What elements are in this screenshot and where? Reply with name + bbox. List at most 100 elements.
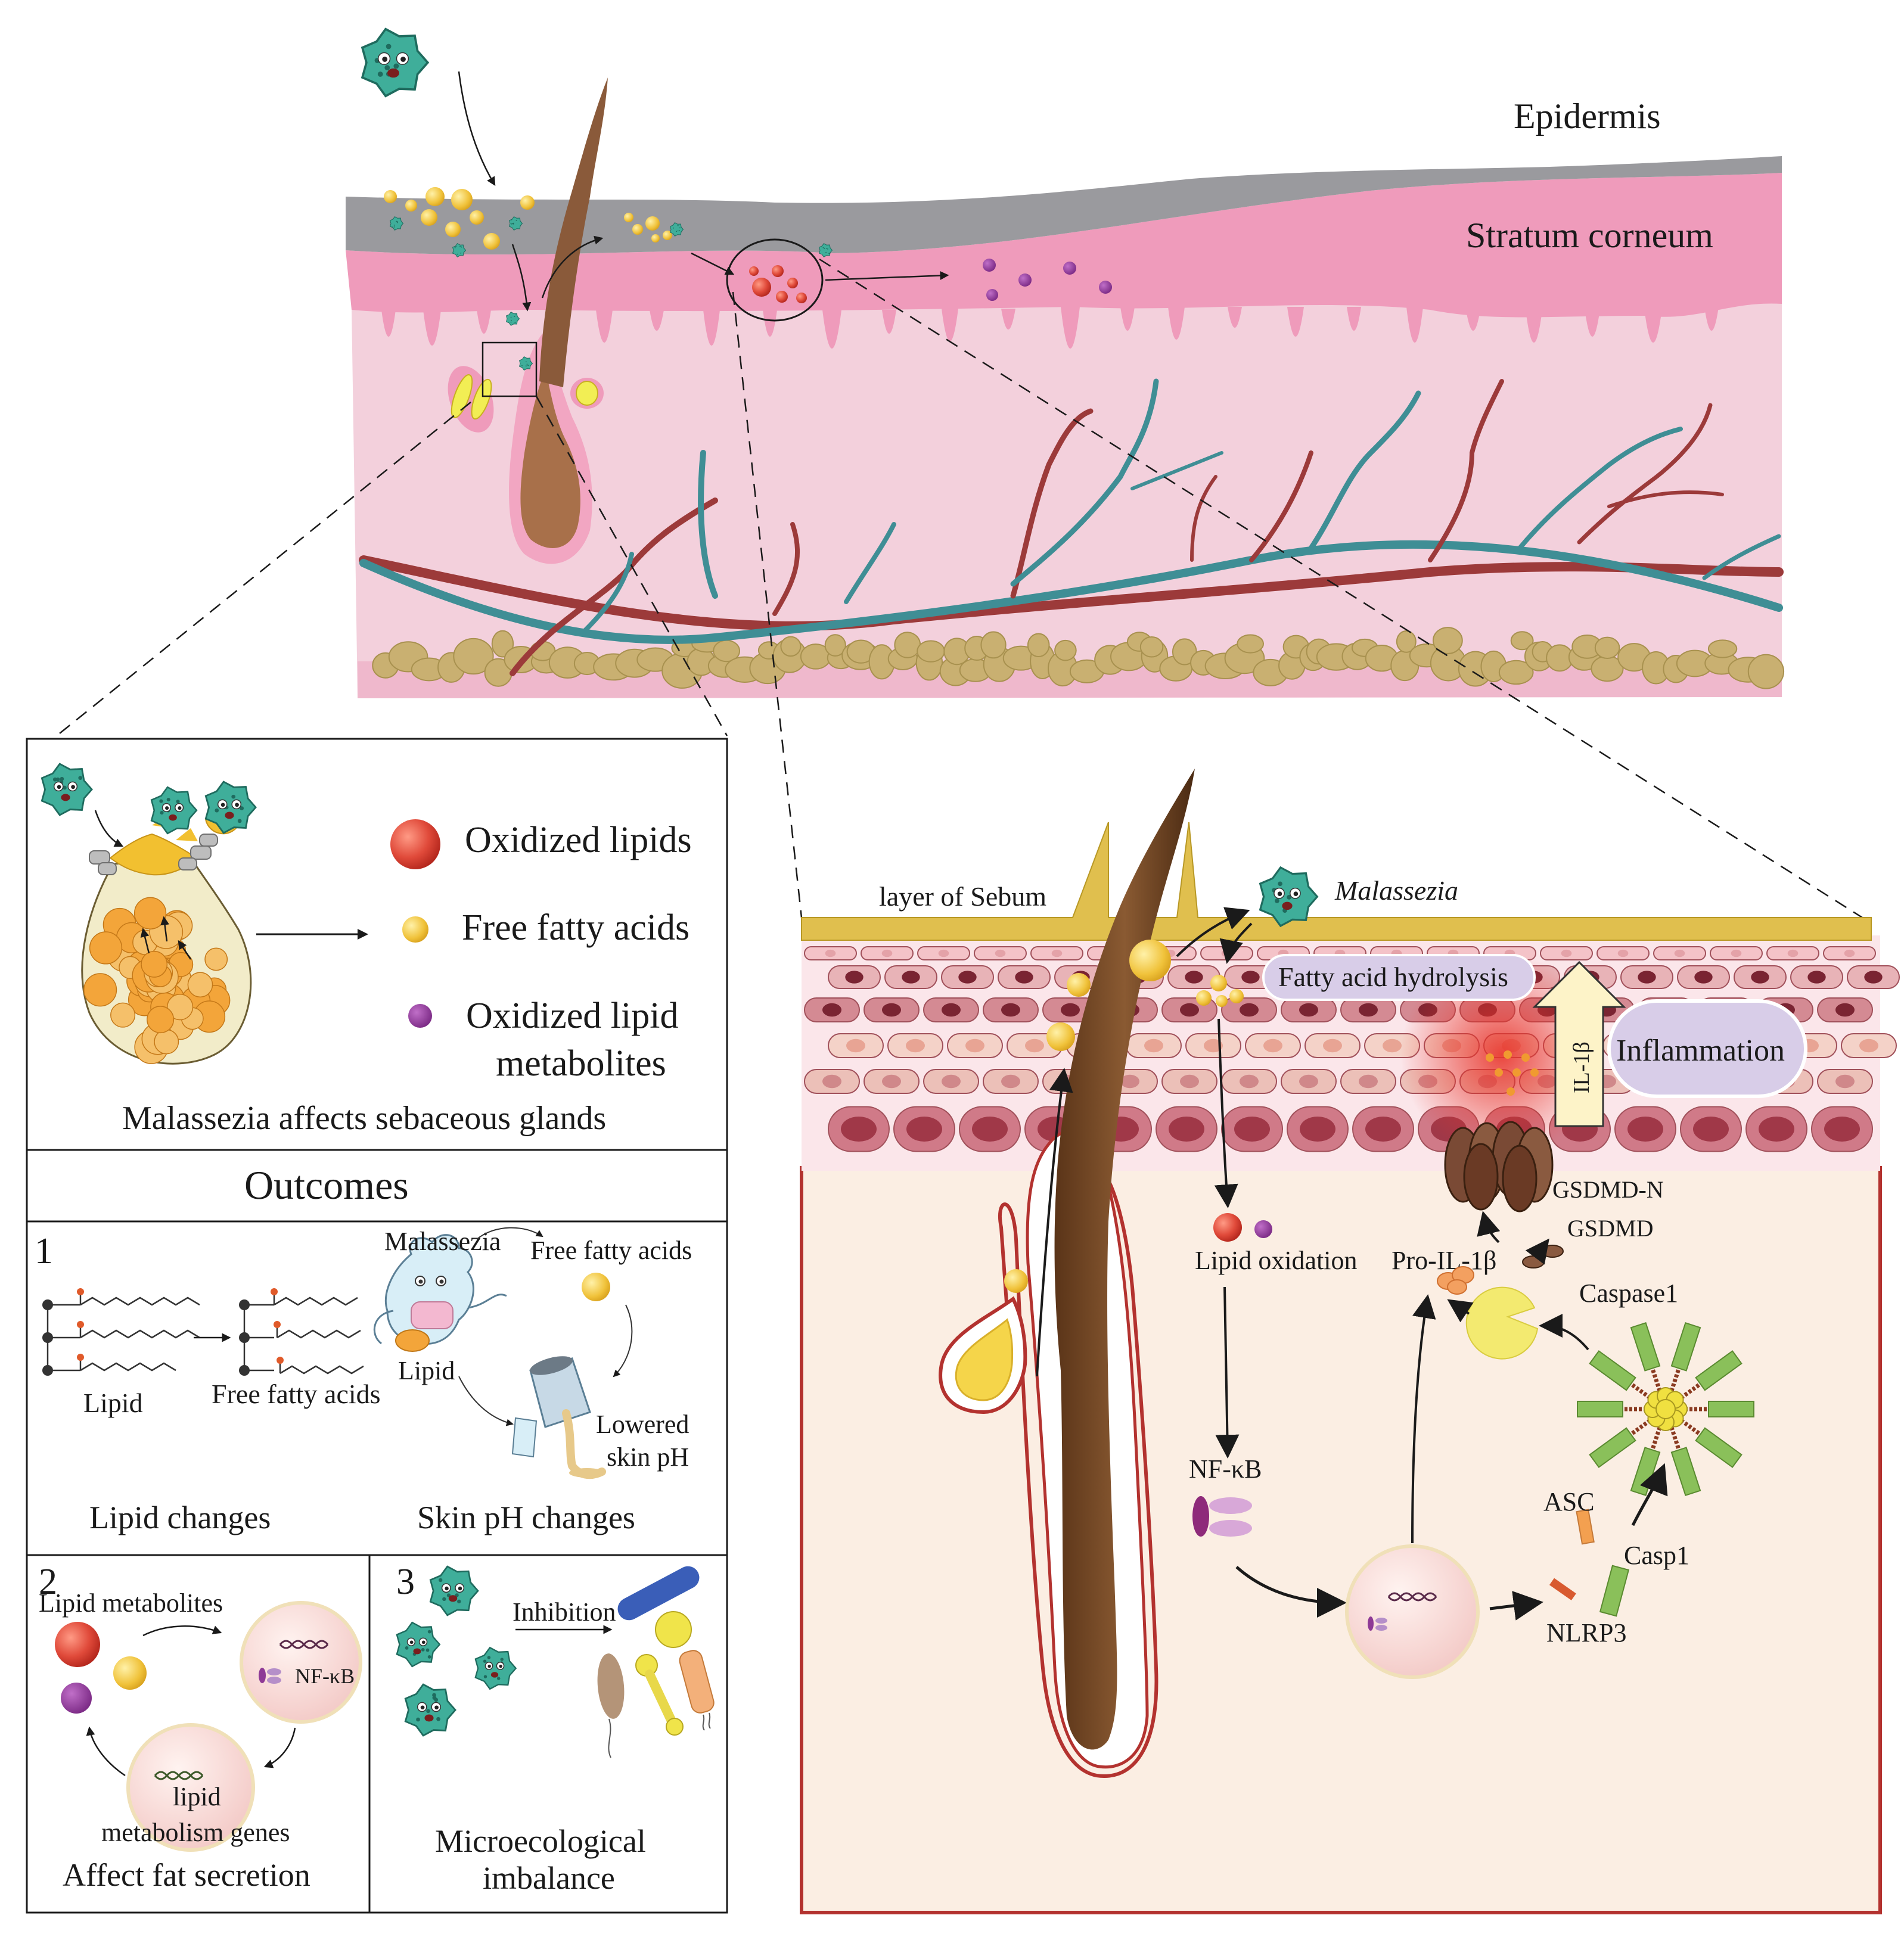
legend-panel: Oxidized lipids Free fatty acids Oxidize…: [26, 738, 728, 1151]
box1-caption-left: Lipid changes: [89, 1500, 271, 1535]
free-fatty-acid-dot: [1067, 973, 1091, 997]
sebaceous-gland-icon: [81, 810, 252, 1065]
oxidized-metabolite-dots: [983, 259, 1112, 301]
casp1-label: Casp1: [1624, 1541, 1689, 1570]
legend-caption: Malassezia affects sebaceous glands: [122, 1100, 606, 1137]
box1-ph-label-1: Lowered: [596, 1410, 689, 1439]
outcome-box-1: 1 Lipid F: [26, 1220, 728, 1556]
hydrolysis-label: Fatty acid hydrolysis: [1278, 962, 1508, 992]
free-fatty-acid-dot: [1216, 995, 1228, 1007]
hair-follicle-icon: [509, 77, 608, 564]
hydrolysis-pill: [1262, 954, 1536, 1001]
malassezia-icon: [41, 763, 257, 835]
free-fatty-acid-dot: [1129, 940, 1171, 981]
box2-genes-label-1: lipid: [173, 1782, 221, 1811]
dna-icon: [1387, 1592, 1437, 1602]
epidermis-label: Epidermis: [1514, 97, 1661, 136]
malassezia-icon: [361, 27, 833, 371]
box2-genes-label-2: metabolism genes: [101, 1818, 290, 1847]
outcome-box-3: 3 Inhibition Microecological imbalance: [368, 1554, 728, 1914]
box3-inhibition-label: Inhibition: [513, 1597, 616, 1627]
box1-arrows: [458, 1227, 633, 1426]
subcutaneous-fat-cells: [372, 627, 1785, 689]
pouring-cup-icon: [511, 1356, 606, 1479]
nucleus-icon: [1345, 1544, 1480, 1679]
asc-label: ASC: [1543, 1487, 1595, 1516]
oxidized-lipid-dot: [1213, 1213, 1242, 1242]
sebaceous-gland-icon: [939, 1269, 1028, 1414]
dermis-layer: [352, 286, 1782, 697]
stratum-corneum-label: Stratum corneum: [1466, 216, 1713, 255]
rete-ridges: [381, 307, 1719, 349]
pro-il1b-icon: [1437, 1266, 1474, 1295]
lipid-oxidation-label: Lipid oxidation: [1195, 1246, 1358, 1275]
nlrp3-icon: [1549, 1578, 1576, 1600]
legend-oxidized-lipid-metabolites-line1: Oxidized lipid: [466, 996, 678, 1036]
il1b-label: IL-1β: [1569, 1041, 1594, 1093]
box2-nfkb-label: NF-κB: [295, 1664, 355, 1688]
malassezia-icon: [396, 1565, 517, 1737]
box3-caption-1: Microecological: [435, 1823, 646, 1859]
box2-arrow-top: [142, 1625, 222, 1637]
inflammasome-icon: [1577, 1322, 1754, 1497]
free-fatty-acid-dot: [1046, 1022, 1075, 1051]
mechanism-top-arrows: [1036, 907, 1253, 1459]
pro-il1b-label: Pro-IL-1β: [1391, 1246, 1496, 1275]
outcomes-panel: Outcomes 1: [26, 1149, 728, 1914]
bacteria-icon: [597, 1566, 715, 1758]
malassezia-icon: [1259, 866, 1319, 928]
box2-number: 2: [39, 1562, 57, 1602]
oxidation-circle: [726, 238, 824, 322]
box1-caption-right: Skin pH changes: [417, 1500, 635, 1535]
casp1-icon: [1599, 1565, 1630, 1617]
free-fatty-acid-dot: [402, 916, 428, 943]
inflammation-dots: [1486, 1050, 1539, 1096]
asc-icon: [1576, 1509, 1595, 1545]
caspase1-label: Caspase1: [1579, 1279, 1678, 1308]
box1-ffa-label-2: Free fatty acids: [530, 1236, 692, 1265]
oxidized-lipid-dot: [390, 819, 440, 869]
box3-caption-2: imbalance: [483, 1860, 615, 1896]
oxidized-lipid-dot: [55, 1622, 100, 1667]
sebum-layer: [801, 822, 1872, 941]
box1-ffa-label: Free fatty acids: [212, 1379, 381, 1409]
inflammation-label: Inflammation: [1616, 1034, 1785, 1068]
box1-number: 1: [35, 1231, 53, 1271]
gsdmd-pore-icon: [1444, 1121, 1554, 1212]
top-skin-panel: Epidermis Stratum corneum: [346, 27, 1785, 698]
outcome-box-2: 2 Lipid metabolites NF-κB lipid metaboli…: [26, 1554, 371, 1914]
stratum-corneum-layer: [346, 173, 1782, 318]
hair-follicle-icon: [1054, 769, 1195, 1750]
oxidized-metabolite-dot: [408, 1004, 432, 1028]
box2-metabolites-label: Lipid metabolites: [39, 1588, 223, 1618]
dna-icon: [154, 1771, 204, 1780]
box3-number: 3: [396, 1562, 415, 1602]
follicle-sheath: [965, 1170, 1158, 1778]
malassezia-label: Malassezia: [1334, 875, 1458, 906]
free-fatty-acid-dot: [1210, 975, 1227, 991]
il1b-arrow: [1532, 960, 1626, 1127]
free-fatty-acid-dot: [113, 1656, 147, 1690]
epidermis-layer: [346, 156, 1782, 255]
nfkb-icon: [1192, 1496, 1252, 1537]
zoom-box: [482, 341, 538, 397]
surface-fatty-acids: [384, 187, 672, 250]
nfkb-arrow: [1235, 1566, 1347, 1618]
dermis-box: [800, 1166, 1882, 1914]
zoom-connector-lines: [56, 258, 1863, 919]
box1-malassezia-label: Malassezia: [384, 1227, 501, 1256]
caspase-arrows: [1411, 1211, 1589, 1544]
gsdmd-n-label: GSDMD-N: [1552, 1176, 1664, 1203]
caspase1-icon: [1465, 1286, 1539, 1360]
dna-icon: [279, 1640, 329, 1649]
legend-oxidized-lipid-metabolites-line2: metabolites: [496, 1043, 666, 1084]
free-fatty-acid-dot: [1229, 989, 1244, 1003]
oxidized-metabolite-dot: [61, 1683, 92, 1714]
box1-ph-label-2: skin pH: [607, 1442, 689, 1472]
nucleus-icon: [240, 1601, 362, 1724]
nfkb-label: NF-κB: [1189, 1454, 1262, 1484]
blood-vessel-icon: [359, 378, 1784, 676]
nlrp3-arrow: [1489, 1591, 1543, 1621]
